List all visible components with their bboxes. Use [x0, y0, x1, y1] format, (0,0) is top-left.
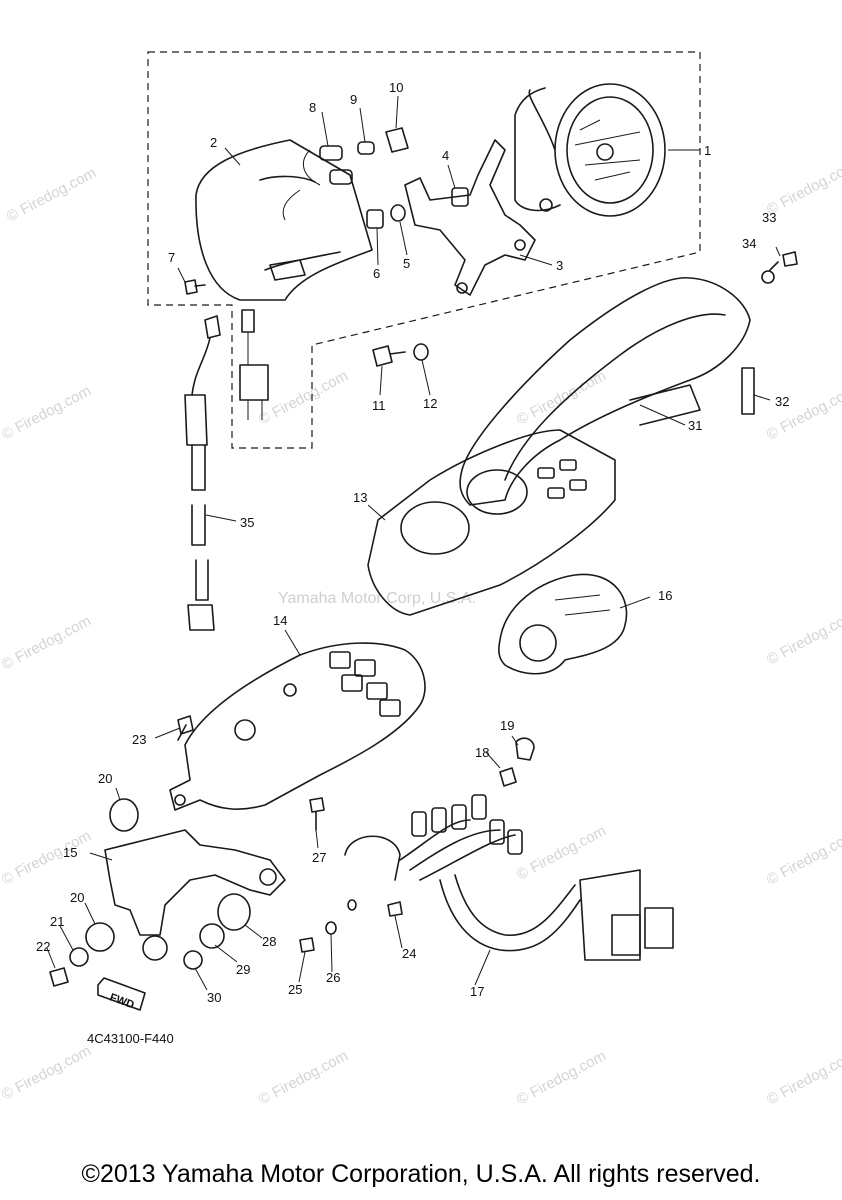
callout-2: 2	[210, 135, 217, 150]
screw-27	[309, 797, 325, 831]
callout-27: 27	[312, 850, 326, 865]
callout-7: 7	[168, 250, 175, 265]
copyright-footer: ©2013 Yamaha Motor Corporation, U.S.A. A…	[81, 1160, 761, 1188]
part-32-strip	[741, 367, 755, 415]
callout-21: 21	[50, 914, 64, 929]
callout-12: 12	[423, 396, 437, 411]
callout-10: 10	[389, 80, 403, 95]
callout-28: 28	[262, 934, 276, 949]
callout-23: 23	[132, 732, 146, 747]
center-watermark: Yamaha Motor Corp, U.S.A.	[278, 590, 476, 607]
watermark: © Firedog.com	[514, 822, 609, 883]
callout-15: 15	[63, 845, 77, 860]
screw-7	[184, 279, 206, 295]
watermarks: © Firedog.com © Firedog.com © Firedog.co…	[0, 157, 842, 1108]
callout-20: 20	[98, 771, 112, 786]
grommets	[49, 798, 251, 987]
callout-19: 19	[500, 718, 514, 733]
wire-harness	[344, 794, 674, 961]
callout-3: 3	[556, 258, 563, 273]
callout-17: 17	[470, 984, 484, 999]
callout-32: 32	[775, 394, 789, 409]
part-code: 4C43100-F440	[87, 1031, 174, 1046]
callout-24: 24	[402, 946, 416, 961]
callout-4: 4	[442, 148, 449, 163]
callout-22: 22	[36, 939, 50, 954]
watermark: © Firedog.com	[0, 382, 94, 443]
callout-20b: 20	[70, 890, 84, 905]
meter-bracket	[366, 139, 536, 296]
screw-23	[177, 715, 194, 741]
watermark: © Firedog.com	[256, 1047, 351, 1108]
callout-31: 31	[688, 418, 702, 433]
callout-labels: 1 2 3 4 5 6 7 8 9 10 11 12 13 14 15 16 1…	[36, 80, 789, 1005]
watermark: © Firedog.com	[4, 164, 99, 225]
leader-lines	[46, 95, 781, 991]
callout-9: 9	[350, 92, 357, 107]
watermark: © Firedog.com	[514, 367, 609, 428]
fwd-label: FWD	[108, 992, 136, 1012]
tachometer-face	[498, 573, 628, 675]
callout-13: 13	[353, 490, 367, 505]
speedometer-cable	[184, 315, 221, 631]
assembly-boundary	[147, 51, 701, 449]
screw-33-washer-34	[761, 251, 798, 284]
meter-case	[169, 642, 426, 811]
bulb-18-19	[499, 737, 535, 787]
screws-24-25-26	[299, 899, 403, 953]
callout-18: 18	[475, 745, 489, 760]
watermark: © Firedog.com	[764, 382, 842, 443]
watermark: © Firedog.com	[256, 367, 351, 428]
connector-harness-top	[239, 309, 269, 420]
callout-25: 25	[288, 982, 302, 997]
callout-33: 33	[762, 210, 776, 225]
callout-34: 34	[742, 236, 756, 251]
watermark: © Firedog.com	[0, 827, 94, 888]
callout-11: 11	[372, 398, 386, 413]
watermark: © Firedog.com	[764, 1047, 842, 1108]
lower-bracket	[104, 829, 286, 961]
callout-26: 26	[326, 970, 340, 985]
bulb-socket-group	[282, 127, 409, 221]
watermark: © Firedog.com	[764, 827, 842, 888]
callout-14: 14	[273, 613, 287, 628]
fwd-arrow: FWD	[97, 977, 146, 1012]
watermark: © Firedog.com	[514, 1047, 609, 1108]
meter-cover	[195, 139, 373, 301]
watermark: © Firedog.com	[0, 612, 94, 673]
callout-8: 8	[309, 100, 316, 115]
callout-35: 35	[240, 515, 254, 530]
callout-5: 5	[403, 256, 410, 271]
callout-29: 29	[236, 962, 250, 977]
callout-30: 30	[207, 990, 221, 1005]
callout-6: 6	[373, 266, 380, 281]
bolt-11-washer-12	[372, 343, 429, 367]
meter-housing	[459, 277, 751, 506]
watermark: © Firedog.com	[764, 607, 842, 668]
callout-1: 1	[704, 143, 711, 158]
callout-16: 16	[658, 588, 672, 603]
meter-assembly	[514, 83, 666, 217]
meter-panel	[367, 429, 616, 616]
watermark: © Firedog.com	[0, 1042, 94, 1103]
